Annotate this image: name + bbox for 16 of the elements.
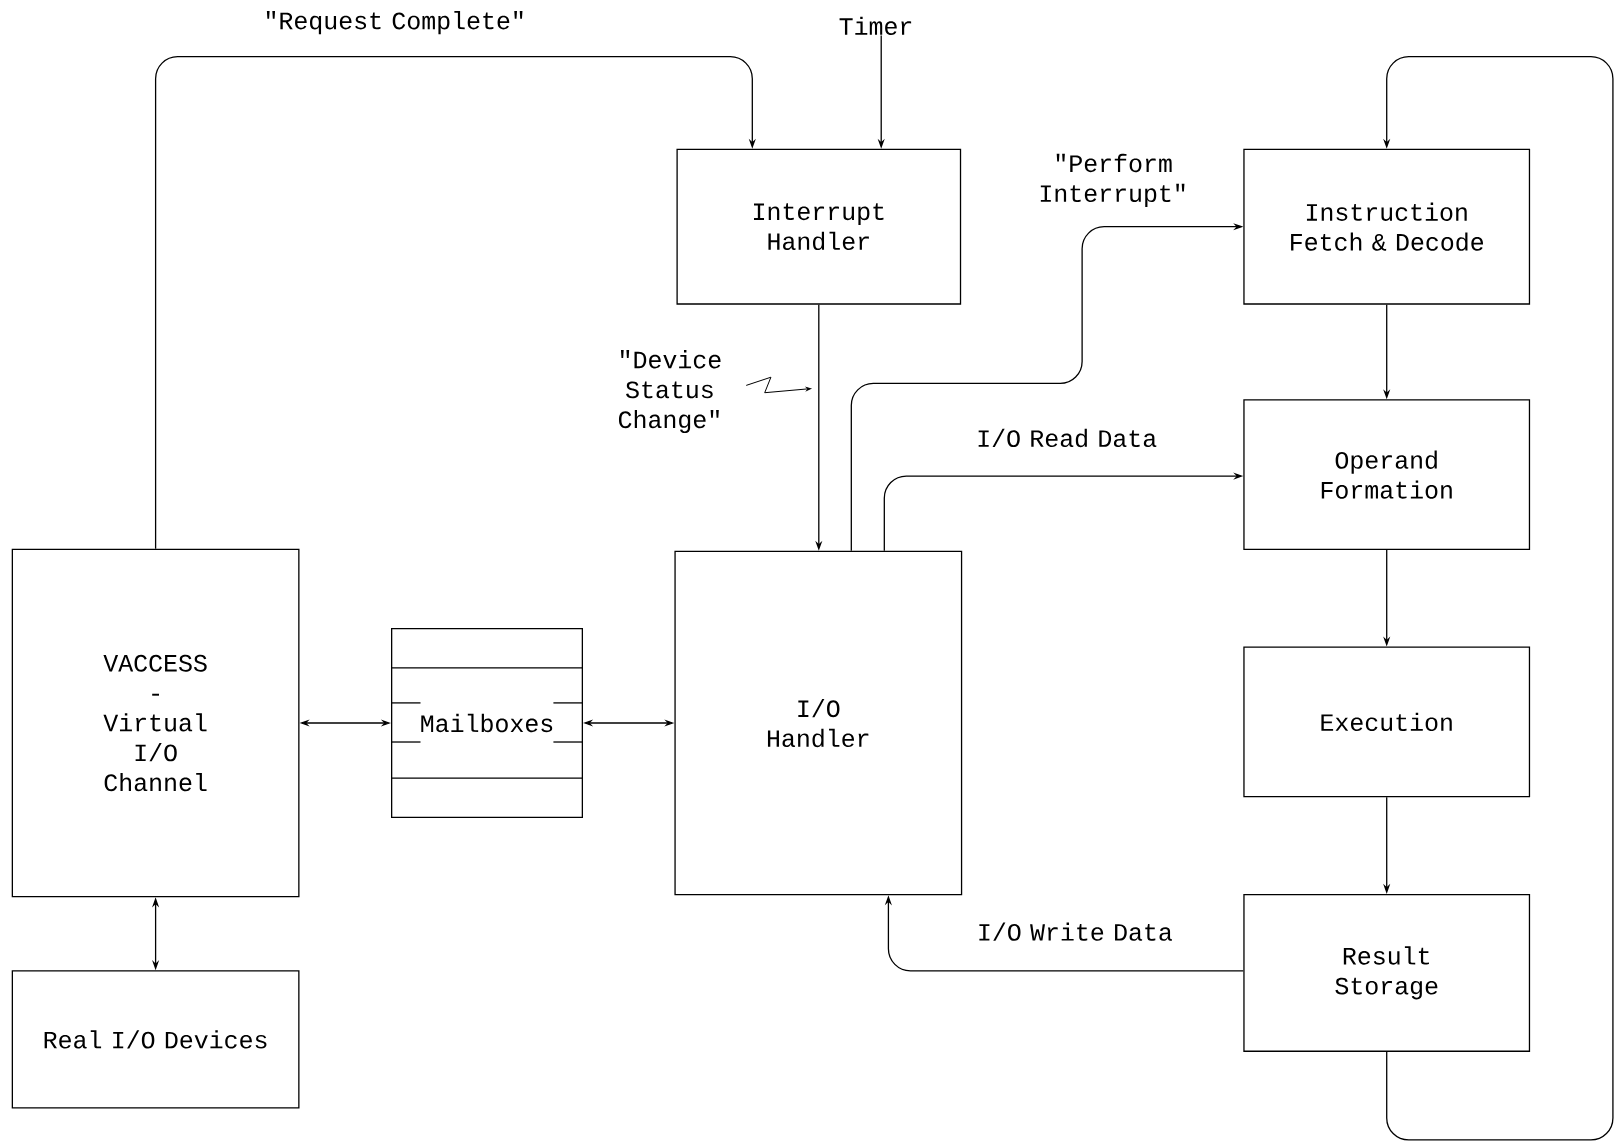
process-box: Execution (1243, 646, 1531, 798)
process-box: Instruction Fetch & Decode (1243, 148, 1531, 305)
input-label: Timer (839, 16, 912, 35)
edge-label: "Device Status Change" (618, 350, 721, 434)
edge-label: "Perform Interrupt" (1040, 153, 1185, 207)
process-box: VACCESS - Virtual I/O Channel (11, 548, 300, 898)
mailbox-stack: Mailboxes (390, 628, 583, 818)
process-box: I/O Handler (674, 550, 963, 896)
arrow (154, 56, 756, 550)
edge-label: I/O Write Data (979, 922, 1172, 941)
process-box: Operand Formation (1243, 399, 1531, 550)
process-box: Interrupt Handler (676, 148, 962, 305)
process-box: Result Storage (1243, 893, 1531, 1052)
process-box: Real I/O Devices (11, 970, 300, 1109)
edge-label: "Request Complete" (266, 11, 523, 35)
edge-label: I/O Read Data (978, 428, 1157, 448)
